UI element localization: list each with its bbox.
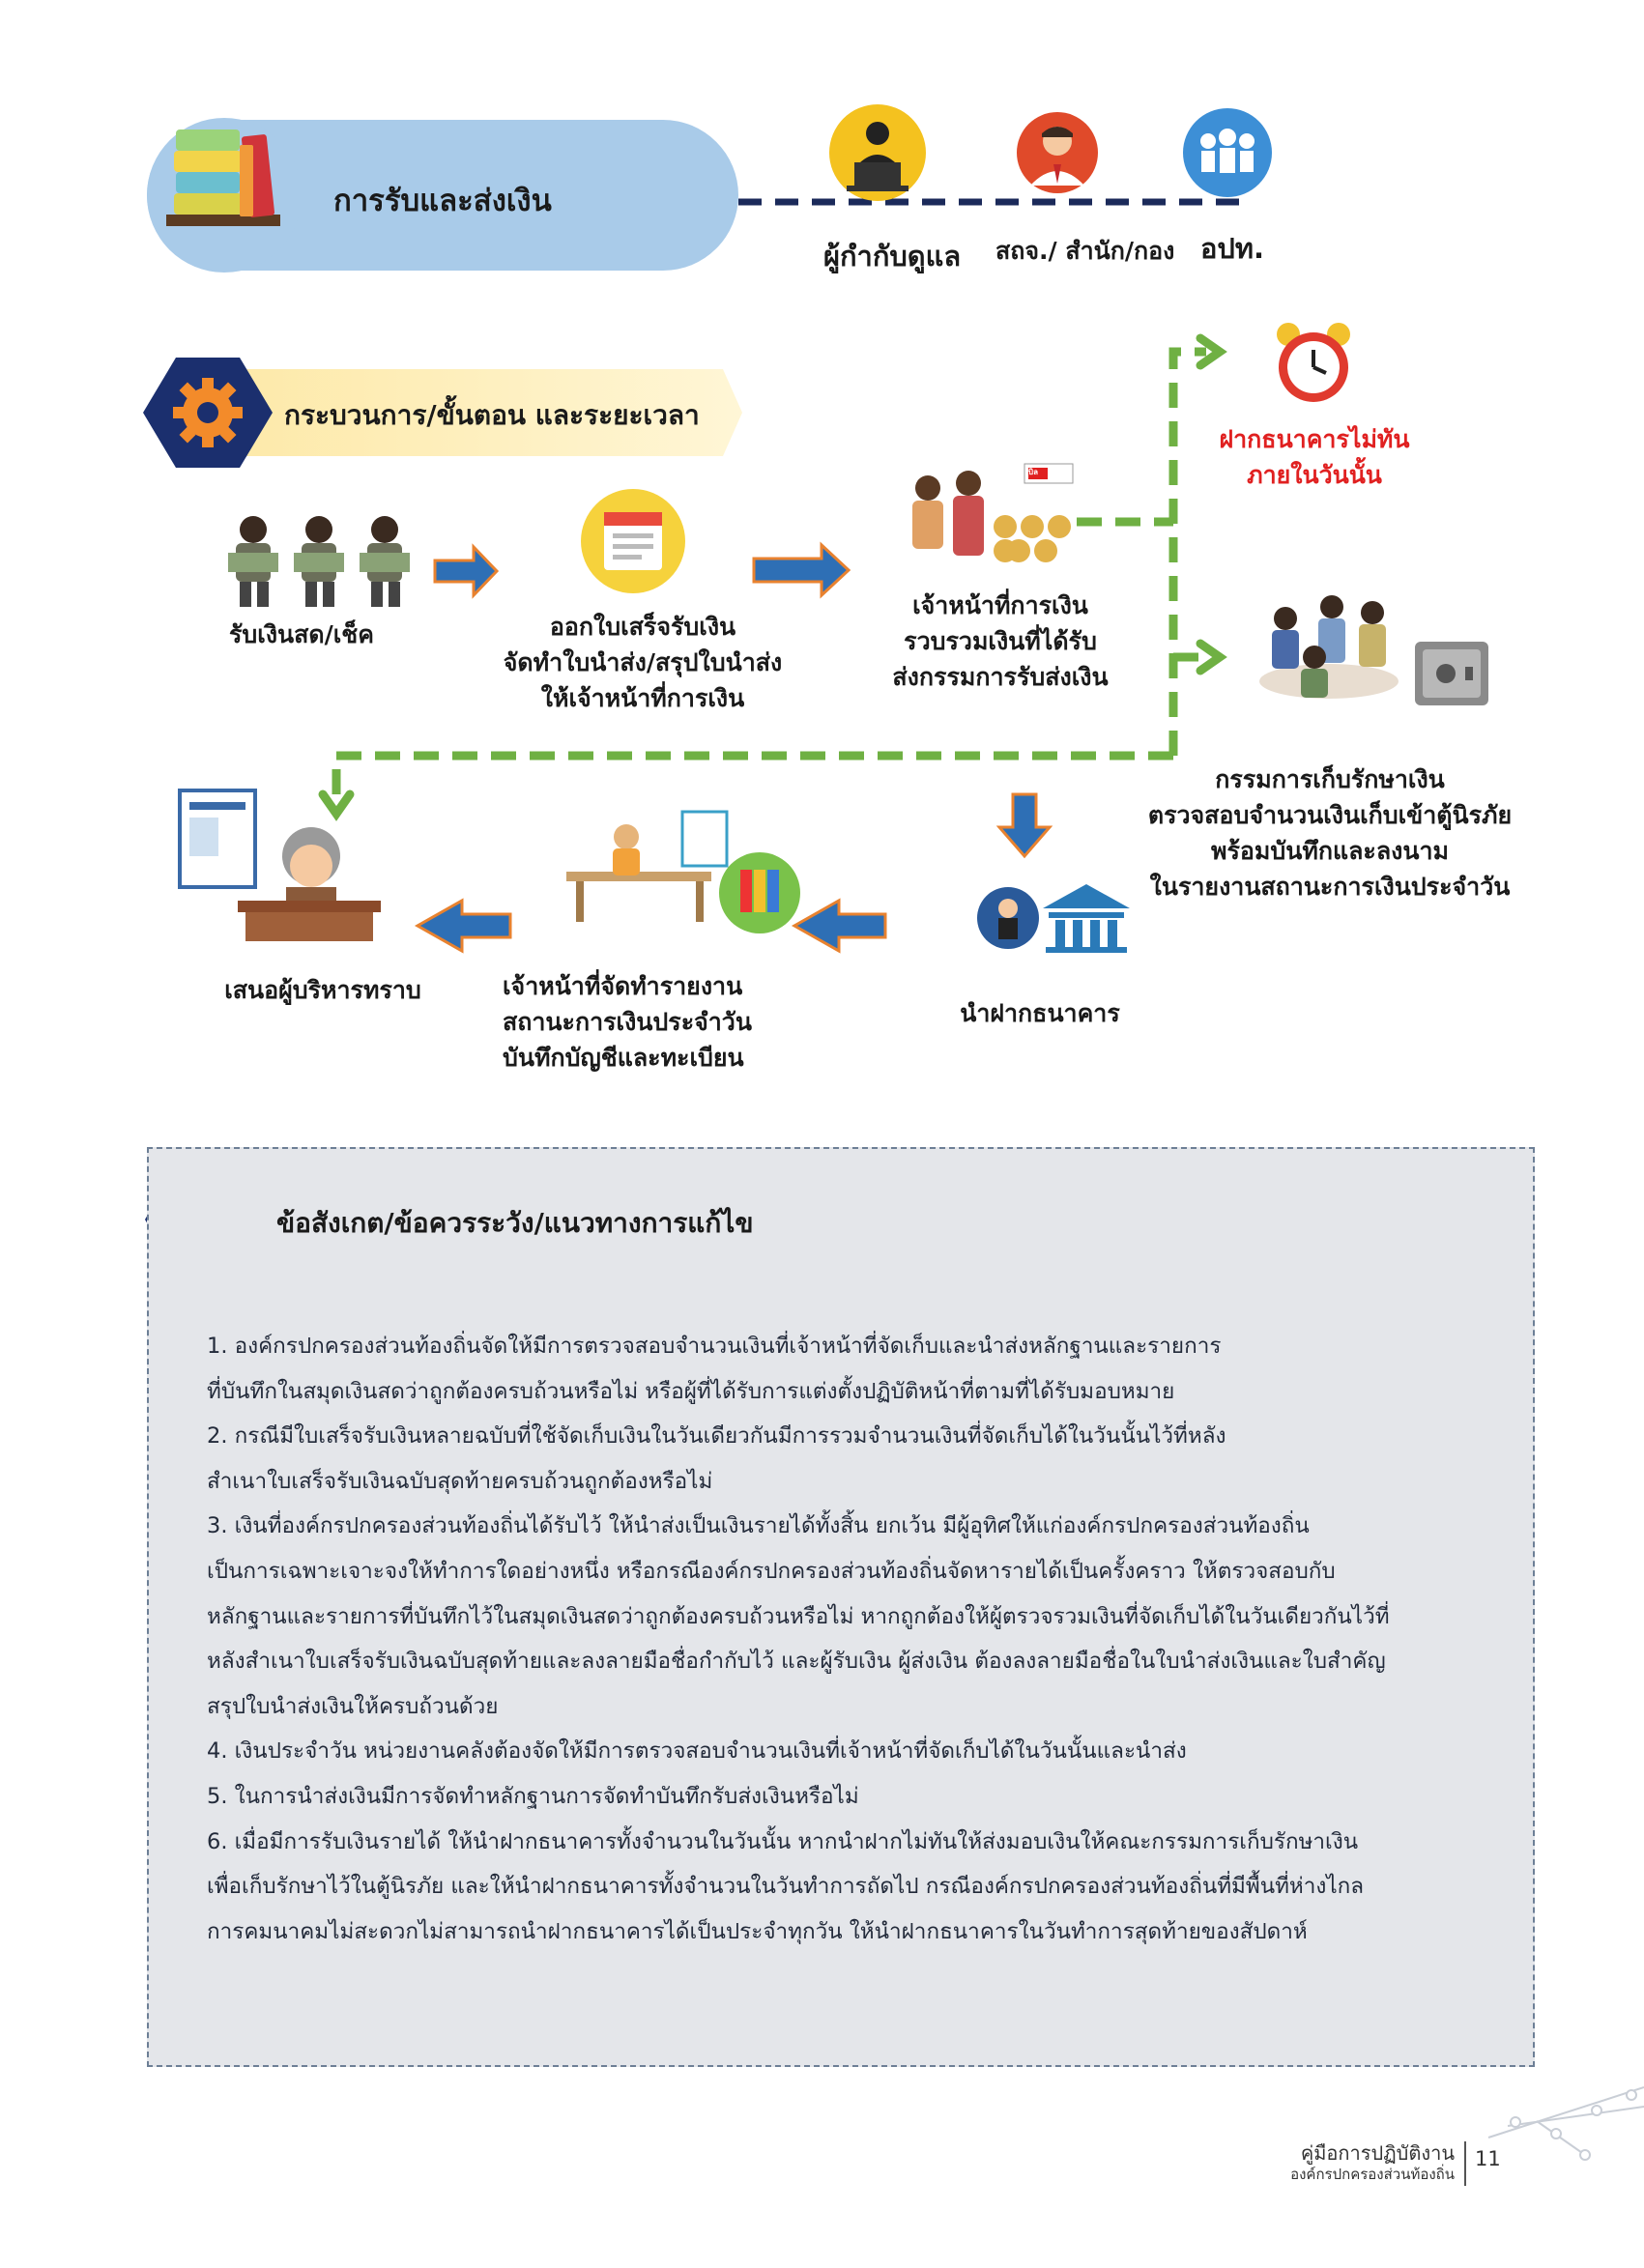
flow-arrow-2 bbox=[752, 541, 851, 599]
note-line: สำเนาใบเสร็จรับเงินฉบับสุดท้ายครบถ้วนถูก… bbox=[207, 1468, 713, 1494]
executive-icon bbox=[178, 789, 381, 941]
note-line: หลักฐานและรายการที่บันทึกไว้ในสมุดเงินสด… bbox=[207, 1603, 1390, 1629]
step-committee-safe: กรรมการเก็บรักษาเงิน ตรวจสอบจำนวนเงินเก็… bbox=[1147, 765, 1513, 901]
role-provincial-office: สถจ./ สำนัก/กอง bbox=[995, 237, 1175, 265]
footer-decoration bbox=[1487, 2086, 1644, 2161]
note-line: 3. เงินที่องค์กรปกครองส่วนท้องถิ่นได้รับ… bbox=[207, 1513, 1310, 1539]
note-line: เป็นการเฉพาะเจาะจงให้ทำการใดอย่างหนึ่ง ห… bbox=[207, 1558, 1336, 1584]
flow-arrow-left-1 bbox=[791, 898, 887, 954]
note-line: 6. เมื่อมีการรับเงินรายได้ ให้นำฝากธนาคา… bbox=[207, 1828, 1359, 1854]
notes-list: 1. องค์กรปกครองส่วนท้องถิ่นจัดให้มีการตร… bbox=[207, 1324, 1502, 1954]
note-line: 5. ในการนำส่งเงินมีการจัดทำหลักฐานการจัด… bbox=[207, 1783, 859, 1809]
bank-icon bbox=[977, 884, 1130, 953]
note-line: 4. เงินประจำวัน หน่วยงานคลังต้องจัดให้มี… bbox=[207, 1738, 1187, 1765]
committee-icon bbox=[1259, 595, 1399, 699]
note-line: 1. องค์กรปกครองส่วนท้องถิ่นจัดให้มีการตร… bbox=[207, 1334, 1222, 1359]
header-title: การรับและส่งเงิน bbox=[333, 184, 552, 218]
flow-arrow-down bbox=[995, 792, 1053, 859]
note-line: สรุปใบนำส่งเงินให้ครบถ้วนด้วย bbox=[207, 1693, 499, 1719]
cash-receivers-icon bbox=[228, 516, 410, 607]
step-issue-receipt: ออกใบเสร็จรับเงิน จัดทำใบนำส่ง/สรุปใบนำส… bbox=[503, 613, 783, 712]
role-local-org: อปท. bbox=[1200, 232, 1264, 265]
note-line: ที่บันทึกในสมุดเงินสดว่าถูกต้องครบถ้วนหร… bbox=[207, 1378, 1175, 1404]
footer-org-name: องค์กรปกครองส่วนท้องถิ่น bbox=[1290, 2166, 1455, 2183]
supervisor-icon bbox=[829, 104, 926, 201]
page-number: 11 bbox=[1475, 2147, 1501, 2170]
note-line: หลังสำเนาใบเสร็จรับเงินฉบับสุดท้ายและลงล… bbox=[207, 1649, 1386, 1675]
receipt-badge-text: บิล bbox=[1028, 468, 1038, 476]
process-title: กระบวนการ/ขั้นตอน และระยะเวลา bbox=[284, 399, 700, 431]
note-line: การคมนาคมไม่สะดวกไม่สามารถนำฝากธนาคารได้… bbox=[207, 1918, 1308, 1944]
report-worker-icon bbox=[566, 810, 800, 933]
notes-box bbox=[147, 1147, 1535, 2067]
alarm-clock-icon bbox=[1277, 323, 1350, 402]
step-daily-report: เจ้าหน้าที่จัดทำรายงาน สถานะการเงินประจำ… bbox=[503, 972, 752, 1072]
flow-arrow-left-2 bbox=[414, 898, 512, 954]
gear-icon bbox=[173, 378, 243, 447]
step-finance-collect: เจ้าหน้าที่การเงิน รวบรวมเงินที่ได้รับ ส… bbox=[892, 591, 1109, 691]
step-late-deposit: ฝากธนาคารไม่ทัน ภายในวันนั้น bbox=[1219, 425, 1410, 489]
note-line: 2. กรณีมีใบเสร็จรับเงินหลายฉบับที่ใช้จัด… bbox=[207, 1423, 1226, 1450]
official-icon bbox=[1017, 112, 1098, 193]
flow-arrow-1 bbox=[433, 543, 500, 599]
safe-icon bbox=[1415, 642, 1488, 705]
role-supervisor: ผู้กำกับดูแล bbox=[823, 240, 962, 273]
books-icon bbox=[166, 129, 280, 226]
green-arrowheads bbox=[318, 333, 1227, 821]
notes-title: ข้อสังเกต/ข้อควรระวัง/แนวทางการแก้ไข bbox=[276, 1207, 754, 1239]
step-receive-cash: รับเงินสด/เช็ค bbox=[229, 620, 374, 648]
step-present-executive: เสนอผู้บริหารทราบ bbox=[224, 976, 421, 1004]
footer-manual-title: คู่มือการปฏิบัติงาน bbox=[1300, 2141, 1455, 2165]
receipt-icon bbox=[581, 489, 685, 593]
step-bank-deposit: นำฝากธนาคาร bbox=[960, 999, 1120, 1027]
note-line: เพื่อเก็บรักษาไว้ในตู้นิรภัย และให้นำฝาก… bbox=[207, 1874, 1365, 1900]
green-dashed-connector bbox=[332, 347, 1206, 802]
finance-officers-icon bbox=[912, 463, 1074, 562]
local-org-group-icon bbox=[1183, 108, 1272, 197]
